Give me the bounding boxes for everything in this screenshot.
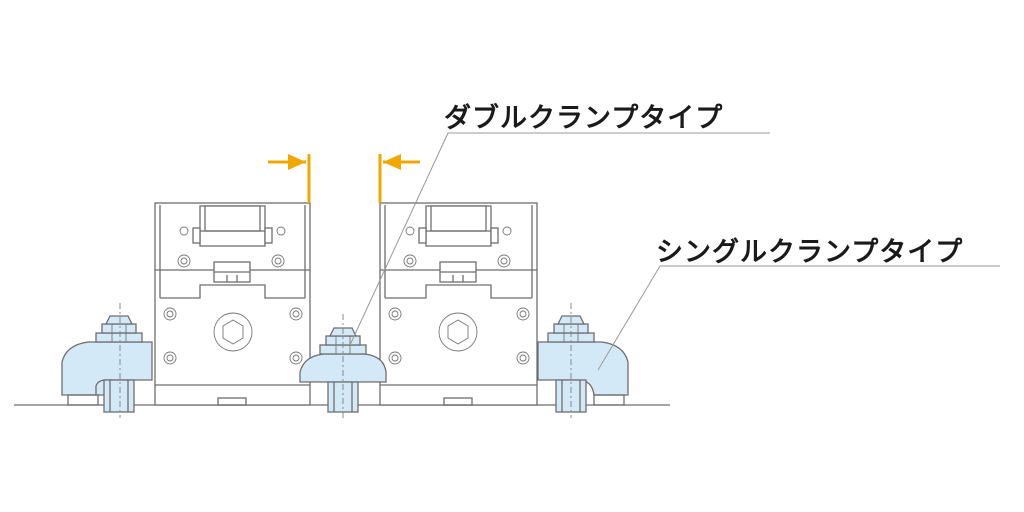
double-clamp-center [299,314,387,418]
leader-double [349,132,770,346]
callout-single-clamp: シングルクランプタイプ [656,237,964,268]
double-arrow-gap-icon [268,154,420,203]
vise-unit-left [154,202,311,406]
single-clamp-right [537,303,629,418]
callout-double-clamp: ダブルクランプタイプ [444,103,724,134]
leader-single [597,265,1000,371]
vise-unit-right [379,202,538,406]
single-clamp-left [61,303,153,418]
